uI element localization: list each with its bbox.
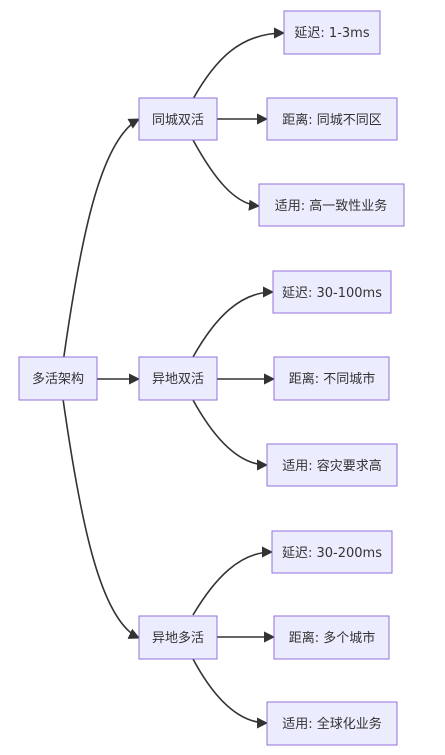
edge-root-to-same-city [61, 118, 140, 371]
node-remote-multi-latency-label: 延迟: 30-200ms [282, 546, 382, 561]
node-same-city-latency: 延迟: 1-3ms [283, 10, 381, 55]
node-remote-dual-usage-label: 适用: 容灾要求高 [282, 458, 382, 474]
node-same-city-distance-label: 距离: 同城不同区 [282, 112, 382, 128]
edge-remote-dual-latency [192, 286, 275, 358]
node-remote-dual-distance-label: 距离: 不同城市 [289, 371, 376, 387]
node-remote-multi-latency: 延迟: 30-200ms [271, 530, 393, 574]
node-remote-multi-usage: 适用: 全球化业务 [266, 701, 398, 746]
node-same-city-distance: 距离: 同城不同区 [266, 97, 398, 141]
node-root: 多活架构 [18, 356, 98, 401]
node-remote-dual-latency-label: 延迟: 30-100ms [282, 286, 382, 301]
node-remote-multi-distance-label: 距离: 多个城市 [289, 630, 376, 646]
edge-remote-multi-latency [192, 546, 274, 616]
node-remote-dual: 异地双活 [138, 356, 218, 401]
node-same-city-usage-label: 适用: 高一致性业务 [275, 198, 388, 214]
node-remote-dual-latency: 延迟: 30-100ms [272, 270, 392, 314]
edge-remote-dual-usage [192, 399, 269, 471]
node-remote-dual-usage: 适用: 容灾要求高 [266, 443, 398, 487]
node-remote-multi-distance: 距离: 多个城市 [273, 615, 390, 660]
node-remote-dual-distance: 距离: 不同城市 [273, 356, 390, 401]
node-remote-multi-label: 异地多活 [152, 630, 204, 646]
node-root-label: 多活架构 [32, 371, 84, 387]
node-remote-multi-usage-label: 适用: 全球化业务 [282, 716, 382, 732]
node-same-city-usage: 适用: 高一致性业务 [258, 183, 405, 227]
node-remote-multi: 异地多活 [138, 615, 218, 660]
node-remote-dual-label: 异地双活 [152, 372, 204, 387]
edge-same-city-usage [192, 139, 261, 211]
node-same-city-latency-label: 延迟: 1-3ms [294, 26, 369, 41]
node-same-city-dual: 同城双活 [138, 97, 218, 141]
edge-root-to-remote-multi [61, 391, 141, 639]
edge-same-city-latency [192, 27, 286, 100]
node-same-city-dual-label: 同城双活 [152, 113, 204, 128]
edge-remote-multi-usage [192, 658, 269, 729]
